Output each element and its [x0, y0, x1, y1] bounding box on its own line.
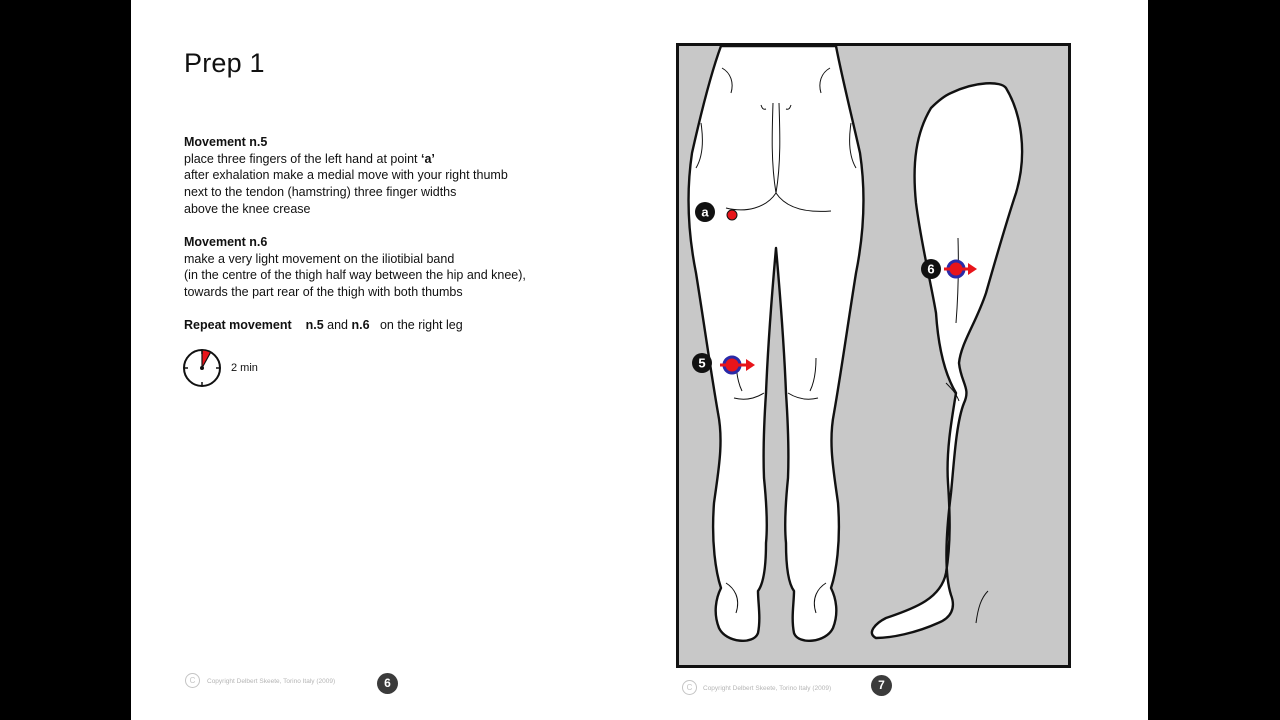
point-5-marker: 5: [692, 353, 755, 375]
movement-5-line-1: place three fingers of the left hand at …: [184, 151, 508, 168]
point-a-label: ‘a’: [420, 151, 435, 166]
movement-6-block: Movement n.6 make a very light movement …: [184, 234, 526, 301]
posterior-legs-contours: [695, 67, 857, 614]
repeat-n5: n.5: [305, 318, 324, 332]
point-a-marker: a: [695, 202, 738, 222]
stopwatch-icon: [183, 349, 221, 387]
point-6-callout: 6: [927, 262, 934, 277]
movement-5-line-2: after exhalation make a medial move with…: [184, 168, 508, 183]
point-6-marker: 6: [921, 259, 977, 279]
point-5-callout: 5: [698, 356, 705, 371]
copyright-text-left: Copyright Delbert Skeete, Torino Italy (…: [207, 678, 336, 685]
movement-6-line-1: make a very light movement on the ilioti…: [184, 251, 455, 266]
repeat-and: and: [327, 318, 348, 332]
movement-6-line-2: (in the centre of the thigh half way bet…: [184, 268, 526, 283]
movement-5-line-4: above the knee crease: [184, 201, 311, 216]
page-number-left: 6: [377, 673, 398, 694]
movement-6-line-3: towards the part rear of the thigh with …: [184, 285, 463, 300]
posterior-legs-view: [687, 44, 865, 642]
copyright-icon: C: [682, 680, 697, 695]
copyright-icon: C: [185, 673, 200, 688]
movement-6-heading: Movement n.6: [184, 235, 268, 249]
repeat-suffix: on the right leg: [379, 318, 463, 332]
lateral-leg-contours: [945, 237, 989, 624]
movement-5-line-1-text: place three fingers of the left hand at …: [184, 151, 421, 166]
repeat-prefix: Repeat movement: [184, 318, 292, 332]
repeat-n6: n.6: [351, 318, 370, 332]
book-spread: Prep 1 Movement n.5 place three fingers …: [131, 0, 1148, 720]
copyright-text-right: Copyright Delbert Skeete, Torino Italy (…: [703, 685, 832, 692]
repeat-instruction: Repeat movement n.5 and n.6 on the right…: [184, 318, 463, 332]
page-title: Prep 1: [184, 48, 265, 78]
movement-5-line-3: next to the tendon (hamstring) three fin…: [184, 185, 457, 200]
point-a-callout: a: [701, 205, 709, 220]
movement-5-block: Movement n.5 place three fingers of the …: [184, 134, 508, 218]
timer-label: 2 min: [231, 362, 258, 374]
lateral-leg-view: [870, 82, 1024, 640]
legs-illustration: a 5 6: [676, 43, 1071, 668]
movement-5-heading: Movement n.5: [184, 135, 268, 149]
page-number-right: 7: [871, 675, 892, 696]
